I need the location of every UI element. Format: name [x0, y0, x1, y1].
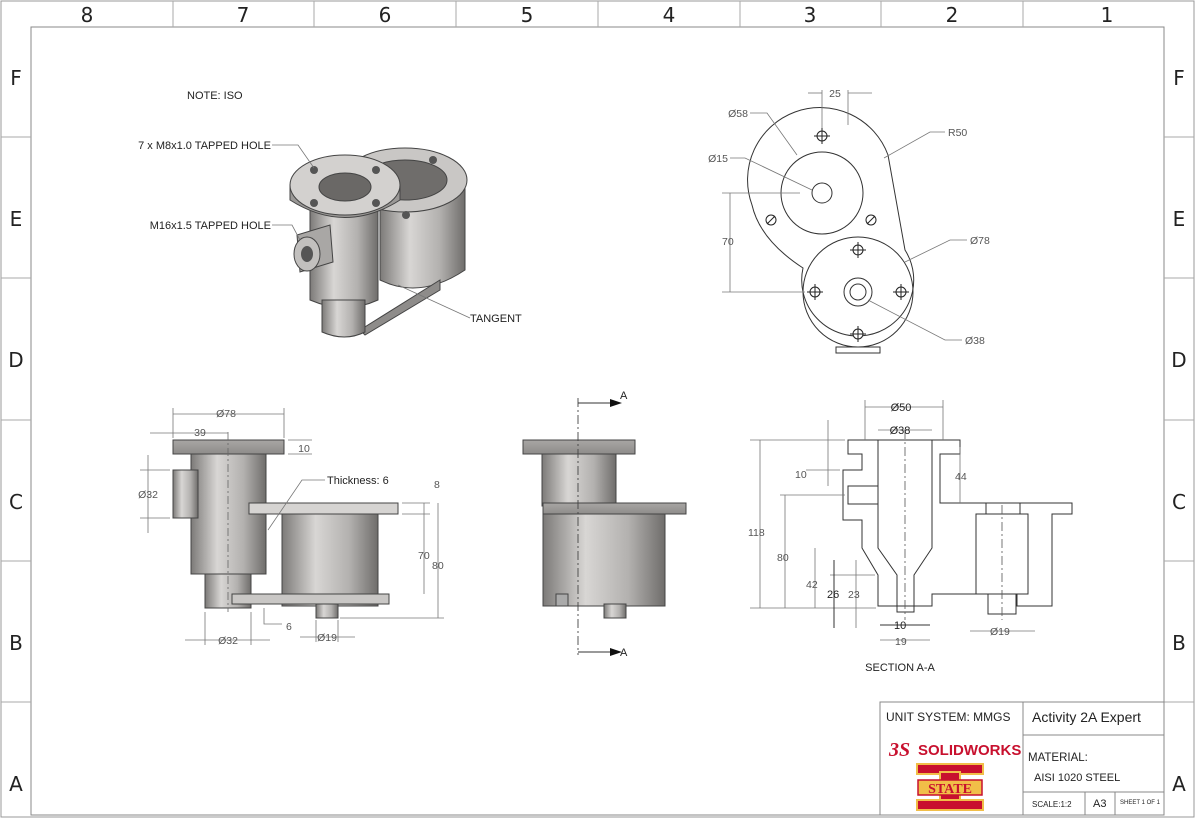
svg-text:STATE: STATE — [928, 782, 972, 797]
top-dim-r50: R50 — [948, 127, 967, 139]
material-value: AISI 1020 STEEL — [1034, 772, 1120, 784]
note-iso: NOTE: ISO — [187, 90, 243, 102]
section-dim-w19: 19 — [895, 636, 907, 648]
section-dim-d50: Ø50 — [891, 402, 912, 414]
top-dim-d58: Ø58 — [728, 108, 748, 120]
front-dim-39: 39 — [194, 427, 206, 439]
section-dim-d38: Ø38 — [890, 425, 911, 437]
callout-thickness: Thickness: 6 — [327, 475, 389, 487]
front-dim-80: 80 — [432, 560, 444, 572]
row-label-d-left: D — [8, 348, 23, 372]
col-label-1: 1 — [1101, 3, 1114, 27]
section-dim-26: 26 — [827, 589, 839, 601]
drawing-title: Activity 2A Expert — [1032, 709, 1141, 725]
section-dim-80: 80 — [777, 552, 789, 564]
row-label-c-right: C — [1172, 490, 1186, 514]
section-dim-118: 118 — [748, 527, 765, 539]
cut-label-a-top: A — [620, 390, 628, 402]
sheet-number: SHEET 1 OF 1 — [1120, 800, 1161, 806]
row-label-a-right: A — [1172, 772, 1186, 796]
title-block: UNIT SYSTEM: MMGS Activity 2A Expert MAT… — [879, 701, 1165, 816]
side-view: A A — [522, 390, 687, 659]
solidworks-logo: 3S SOLIDWORKS — [888, 739, 1021, 761]
section-dim-44: 44 — [955, 471, 967, 483]
section-title: SECTION A-A — [865, 662, 935, 674]
col-label-2: 2 — [946, 3, 959, 27]
top-view: 25 Ø58 Ø15 R50 70 Ø78 Ø38 — [708, 88, 990, 354]
row-label-b-right: B — [1172, 631, 1186, 655]
zone-ticks — [1, 1, 1194, 703]
unit-system: UNIT SYSTEM: MMGS — [886, 710, 1010, 724]
front-dim-10: 10 — [298, 443, 310, 455]
front-dim-d19: Ø19 — [317, 632, 337, 644]
col-label-3: 3 — [804, 3, 817, 27]
row-label-d-right: D — [1171, 348, 1186, 372]
top-dim-70: 70 — [722, 236, 734, 248]
scale: SCALE:1:2 — [1032, 800, 1072, 809]
row-label-c-left: C — [9, 490, 23, 514]
front-view: Ø78 39 10 Ø32 Thickness: 6 8 70 80 Ø32 6… — [138, 408, 444, 647]
material-label: MATERIAL: — [1028, 752, 1088, 764]
callout-m16-tapped: M16x1.5 TAPPED HOLE — [150, 220, 271, 232]
top-dim-d78: Ø78 — [970, 235, 990, 247]
section-view: Ø50 Ø38 44 10 118 80 42 26 23 10 19 Ø19 … — [748, 400, 1073, 674]
row-label-b-left: B — [9, 631, 23, 655]
sheet-size: A3 — [1093, 798, 1106, 810]
front-dim-70: 70 — [418, 550, 430, 562]
section-dim-d19: Ø19 — [990, 626, 1010, 638]
col-label-4: 4 — [663, 3, 676, 27]
top-dim-25: 25 — [829, 88, 841, 100]
row-label-f-right: F — [1173, 66, 1185, 90]
svg-text:3S: 3S — [888, 739, 910, 761]
cut-label-a-bottom: A — [620, 647, 628, 659]
front-dim-d32-bottom: Ø32 — [218, 635, 238, 647]
section-dim-w10: 10 — [894, 620, 906, 632]
col-label-7: 7 — [237, 3, 250, 27]
top-dim-d15: Ø15 — [708, 153, 728, 165]
top-dim-d38: Ø38 — [965, 335, 985, 347]
row-label-f-left: F — [10, 66, 22, 90]
col-label-8: 8 — [81, 3, 94, 27]
front-dim-6: 6 — [286, 621, 292, 633]
callout-tangent: TANGENT — [470, 313, 522, 325]
section-dim-23: 23 — [848, 589, 860, 601]
front-dim-d32-left: Ø32 — [138, 489, 158, 501]
row-label-a-left: A — [9, 772, 23, 796]
front-dim-d78: Ø78 — [216, 408, 236, 420]
row-label-e-right: E — [1173, 207, 1186, 231]
svg-text:SOLIDWORKS: SOLIDWORKS — [918, 742, 1021, 759]
front-dim-8: 8 — [434, 479, 440, 491]
school-logo: STATE — [916, 763, 984, 811]
col-label-5: 5 — [521, 3, 534, 27]
section-dim-10: 10 — [795, 469, 807, 481]
callout-7-tapped: 7 x M8x1.0 TAPPED HOLE — [138, 140, 271, 152]
isometric-view: NOTE: ISO 7 x M8x1.0 TAPPED HOLE M16x1.5… — [138, 90, 522, 338]
section-dim-42: 42 — [806, 579, 818, 591]
row-label-e-left: E — [10, 207, 23, 231]
col-label-6: 6 — [379, 3, 392, 27]
